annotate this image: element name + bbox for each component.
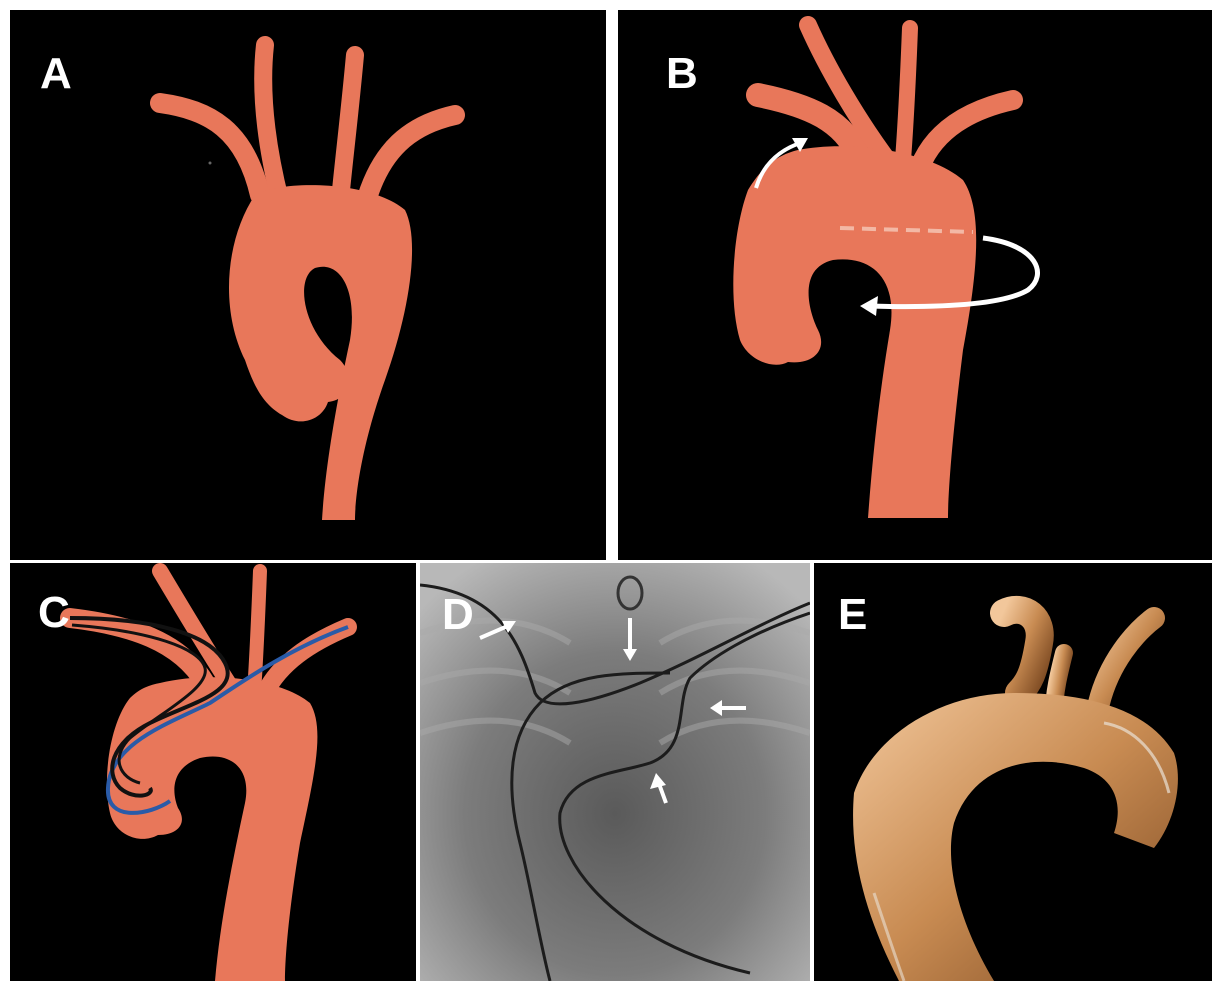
- panel-a: A: [10, 10, 606, 560]
- panel-label-e: E: [838, 593, 867, 637]
- branch-1: [1004, 610, 1040, 693]
- panel-label-c: C: [38, 591, 70, 635]
- branch-3: [1099, 618, 1154, 703]
- rotation-arrow-large-head: [860, 296, 878, 316]
- right-branch: [923, 100, 1013, 160]
- panel-label-a: A: [40, 52, 72, 96]
- small-mark: [209, 162, 212, 165]
- aortic-arch: [107, 677, 317, 981]
- left-branch: [160, 103, 260, 195]
- middle-right-branch: [340, 55, 355, 200]
- panel-e: E: [814, 563, 1212, 981]
- panel-b: B: [618, 10, 1212, 560]
- right-branch: [365, 115, 455, 205]
- aortic-arch-diagram-c: [10, 563, 416, 981]
- 3d-reconstruction: [814, 563, 1212, 981]
- aortic-arch: [733, 146, 976, 518]
- middle-left-branch: [263, 45, 280, 200]
- middle-right-branch: [903, 28, 910, 160]
- panel-label-d: D: [442, 593, 474, 637]
- aortic-arch: [229, 185, 412, 520]
- panel-d: D: [420, 563, 810, 981]
- panel-c: C: [10, 563, 416, 981]
- aortic-arch-3d: [853, 693, 1178, 981]
- aortic-arch-diagram-b: [618, 10, 1212, 560]
- aortic-arch-diagram-a: [10, 10, 606, 560]
- panel-label-b: B: [666, 52, 698, 96]
- fluoroscopy-image: [420, 563, 810, 981]
